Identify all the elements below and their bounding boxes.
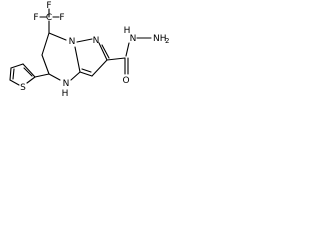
bond-c6-c5 [41, 54, 50, 75]
atom-h-ring-nh: H [62, 89, 69, 99]
bond-c2-c3 [91, 59, 108, 77]
bond-th-c5-c4 [9, 67, 12, 81]
bond-c3-c3a [79, 71, 93, 77]
atom-n-ring-2: N [93, 36, 100, 46]
bond-n2-c2 [98, 42, 108, 61]
bond-th-c3-c2-double [23, 67, 33, 77]
bond-nh-c3a [70, 71, 81, 81]
atom-hn-hydrazide-n: N [130, 34, 137, 44]
bond-c5-thiophene [34, 73, 50, 78]
bond-th-c5-c4-double [12, 68, 15, 80]
bond-c3-c3a-double [81, 68, 92, 73]
atom-f-left: F [33, 13, 38, 23]
atom-f-right: F [59, 13, 64, 23]
bond-th-s-c5 [9, 79, 20, 86]
bond-n2-c2-double [101, 44, 110, 59]
atom-c-cf3: C [46, 13, 52, 23]
bond-carbonyl-nh [125, 42, 130, 57]
atom-hn-hydrazide-h: H [124, 26, 131, 36]
atom-n-ring-nh: N [63, 79, 70, 89]
bond-th-c3-c2 [22, 63, 36, 78]
atom-nh2-subscript: 2 [165, 37, 169, 45]
atom-s-thiophene: S [20, 83, 26, 93]
bond-c5-nh [48, 73, 61, 81]
atom-f-top: F [46, 1, 51, 11]
bond-c7-n1 [48, 32, 67, 41]
bond-c7-c6 [41, 32, 50, 56]
bond-th-c2-s [26, 76, 36, 84]
bond-th-c4-c3 [10, 63, 24, 69]
bond-c2-carbonyl [106, 57, 126, 61]
bond-n1-n2 [76, 38, 93, 43]
atom-o-carbonyl: O [122, 76, 129, 86]
bond-c3a-n1 [74, 46, 81, 73]
atom-n-ring-1: N [69, 37, 76, 47]
atom-nh2: NH [153, 34, 167, 44]
molecule-structure: F F C F N N O H N NH 2 S N H [9, 1, 169, 99]
